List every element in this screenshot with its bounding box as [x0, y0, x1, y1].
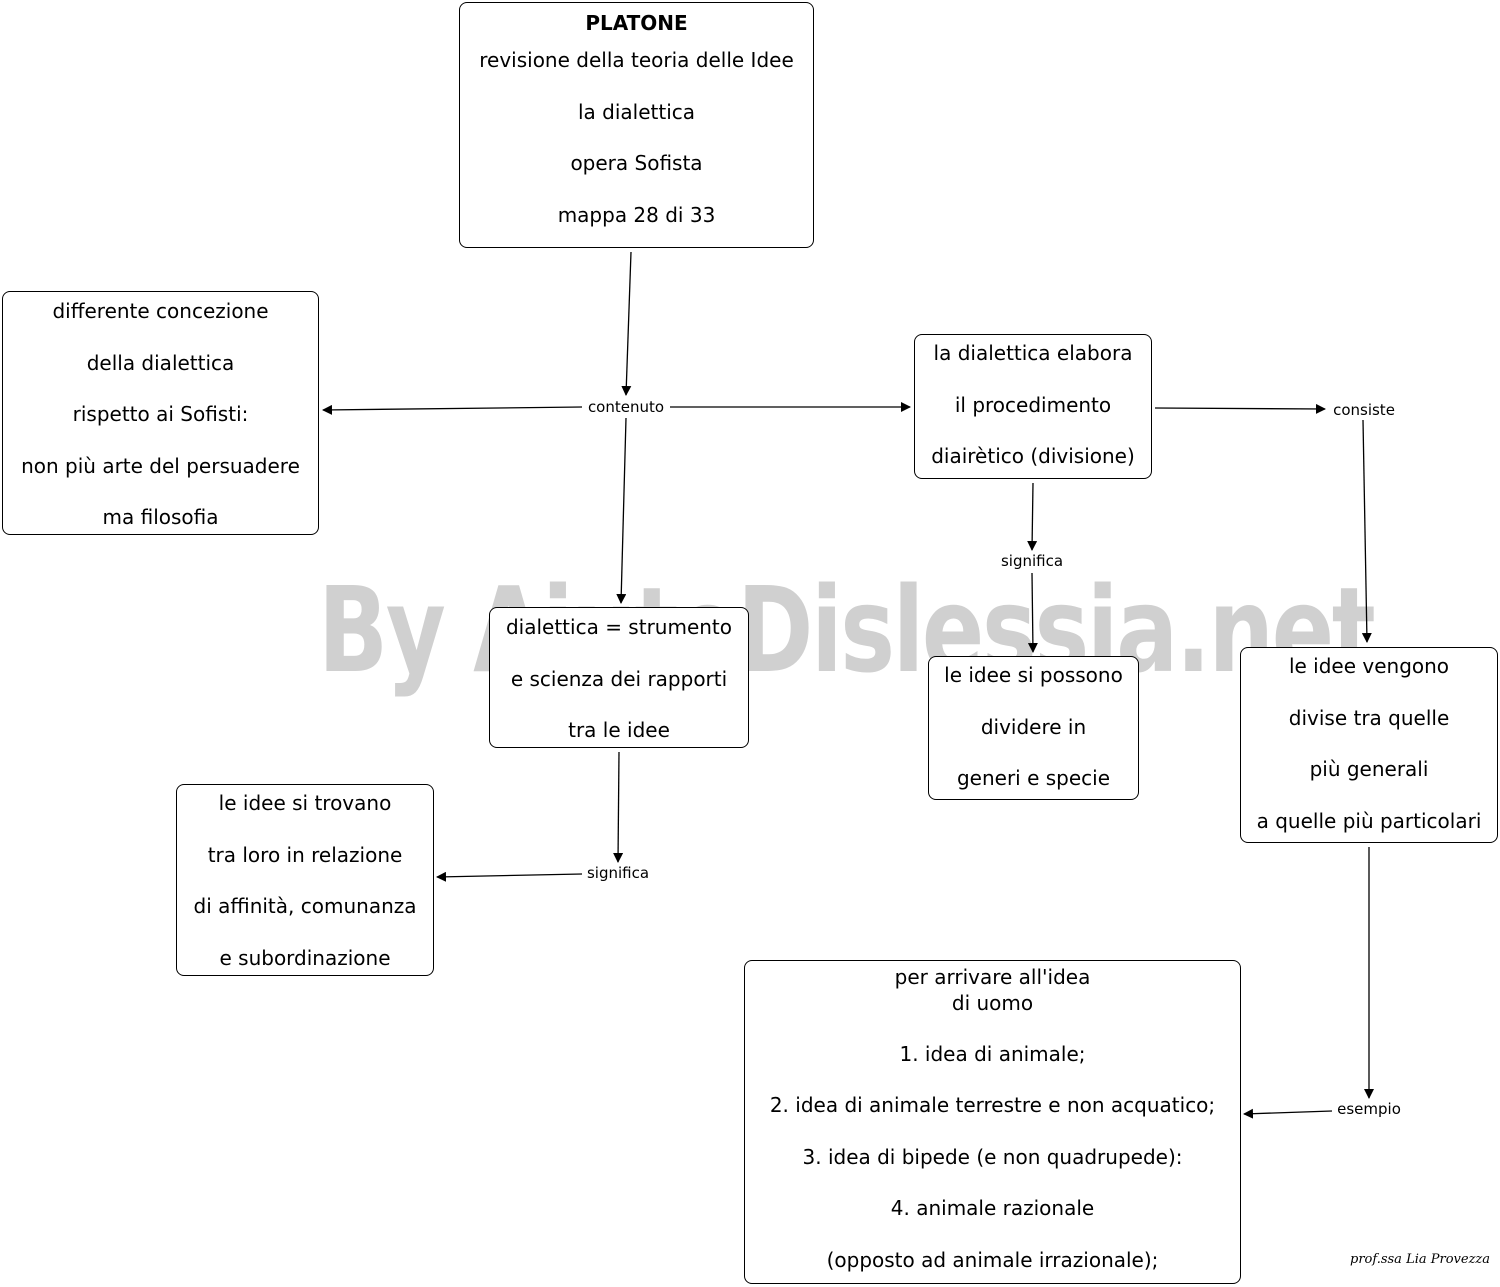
node-line: le idee si possono: [944, 663, 1123, 687]
node-line: generi e specie: [956, 766, 1111, 790]
node-line: ma filosofia: [102, 505, 219, 529]
node-line: per arrivare all'idea: [894, 965, 1091, 989]
node-line: 1. idea di animale;: [899, 1042, 1086, 1067]
node-line: e subordinazione: [219, 945, 391, 970]
node-uomo: per arrivare all'idea di uomo 1. idea di…: [744, 960, 1241, 1284]
node-line: tra le idee: [568, 718, 670, 742]
node-line: e scienza dei rapporti: [510, 666, 728, 691]
link-label-consiste: consiste: [1331, 401, 1397, 419]
node-line: (opposto ad animale irrazionale);: [826, 1247, 1159, 1272]
edge-significa-generi: [1027, 572, 1038, 653]
node-line: il procedimento: [954, 392, 1112, 417]
node-line: della dialettica: [86, 350, 235, 375]
edge-procedimento-consiste: [1154, 403, 1326, 414]
edge-strumento-significa: [613, 751, 624, 863]
edge-contenuto-strumento: [616, 417, 627, 604]
node-line: diairètico (divisione): [931, 444, 1135, 468]
node-line: dialettica = strumento: [505, 615, 733, 639]
node-title: PLATONE revisione della teoria delle Ide…: [459, 2, 814, 248]
edge-esempio-uomo: [1243, 1108, 1333, 1119]
node-line: rispetto ai Sofisti:: [72, 402, 249, 426]
node-generi: le idee si possono dividere in generi e …: [928, 656, 1139, 800]
edge-procedimento-significa: [1027, 482, 1038, 551]
node-line: a quelle più particolari: [1256, 808, 1482, 833]
node-title-line: opera Sofista: [570, 151, 703, 175]
node-title-line: mappa 28 di 33: [557, 202, 716, 227]
node-procedimento: la dialettica elabora il procedimento di…: [914, 334, 1152, 479]
node-line: più generali: [1309, 757, 1429, 781]
node-line: 4. animale razionale: [890, 1196, 1095, 1221]
node-line: differente concezione: [52, 299, 269, 323]
node-title-line: la dialettica: [577, 99, 696, 124]
node-line: tra loro in relazione: [207, 842, 403, 867]
node-line: la dialettica elabora: [933, 341, 1133, 365]
link-label-contenuto: contenuto: [585, 398, 667, 416]
node-strumento: dialettica = strumento e scienza dei rap…: [489, 607, 749, 748]
node-title-line: PLATONE: [585, 11, 688, 35]
edge-consiste-divise: [1361, 419, 1372, 643]
node-line: dividere in: [980, 714, 1087, 739]
author-signature: prof.ssa Lia Provezza: [1350, 1252, 1491, 1267]
node-divise: le idee vengono divise tra quelle più ge…: [1240, 647, 1498, 843]
node-line: 2. idea di animale terrestre e non acqua…: [769, 1093, 1216, 1118]
node-concezione: differente concezione della dialettica r…: [2, 291, 319, 535]
edge-significa-relazione: [436, 871, 583, 882]
node-line: non più arte del persuadere: [21, 453, 300, 478]
edge-title-contenuto: [621, 251, 632, 396]
node-line: di uomo: [951, 990, 1034, 1015]
node-title-line: revisione della teoria delle Idee: [479, 48, 794, 72]
node-line: divise tra quelle: [1288, 705, 1450, 730]
node-line: le idee vengono: [1288, 654, 1450, 678]
node-line: 3. idea di bipede (e non quadrupede):: [802, 1144, 1183, 1169]
node-line: le idee si trovano: [218, 791, 392, 815]
node-line: di affinità, comunanza: [193, 894, 417, 918]
link-label-significa: significa: [584, 864, 652, 882]
node-relazione: le idee si trovano tra loro in relazione…: [176, 784, 434, 976]
edge-contenuto-concezione: [322, 404, 583, 415]
link-label-esempio: esempio: [1335, 1100, 1403, 1118]
link-label-significa: significa: [998, 552, 1066, 570]
